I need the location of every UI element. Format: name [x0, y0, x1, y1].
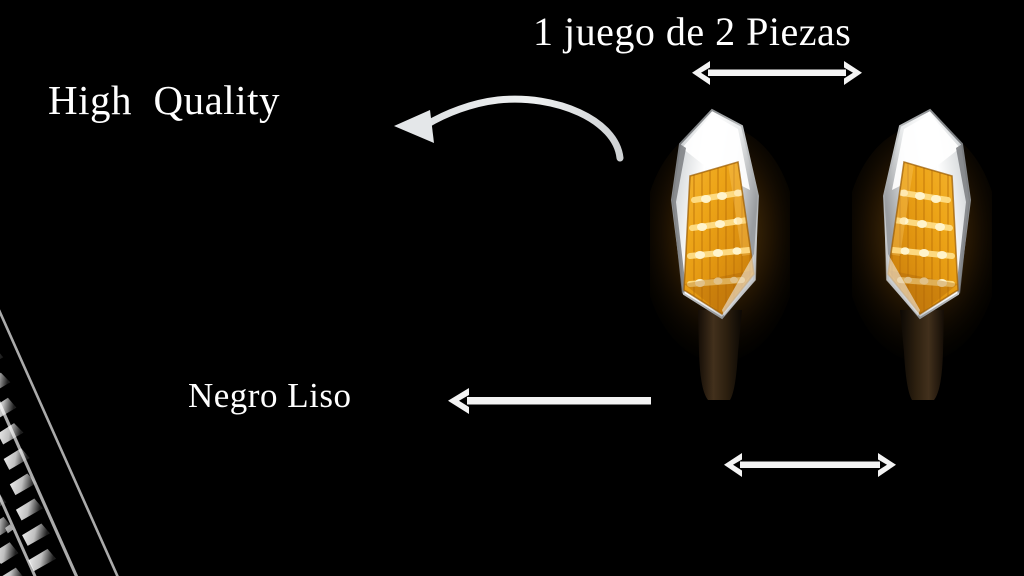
double-headed-arrow-top: [692, 61, 862, 85]
label-pieces: 1 juego de 2 Piezas: [533, 9, 852, 54]
tire-tread-texture: [0, 262, 127, 576]
housing-left-rim: [672, 144, 686, 294]
amber-lens: [887, 160, 959, 316]
housing-right-highlight: [722, 196, 758, 316]
label-high-quality: High Quality: [48, 77, 280, 123]
signal-stem: [900, 310, 944, 400]
double-headed-arrow-bottom: [724, 453, 896, 477]
housing-right-rim: [956, 144, 970, 294]
curved-left-arrow: [394, 95, 624, 162]
turn-signal-right: [852, 108, 992, 400]
left-pointing-arrow: [448, 388, 651, 414]
label-negro-liso: Negro Liso: [188, 376, 352, 415]
signal-stem: [698, 310, 742, 400]
turn-signal-left: [650, 108, 790, 400]
housing-left-highlight: [884, 196, 920, 316]
